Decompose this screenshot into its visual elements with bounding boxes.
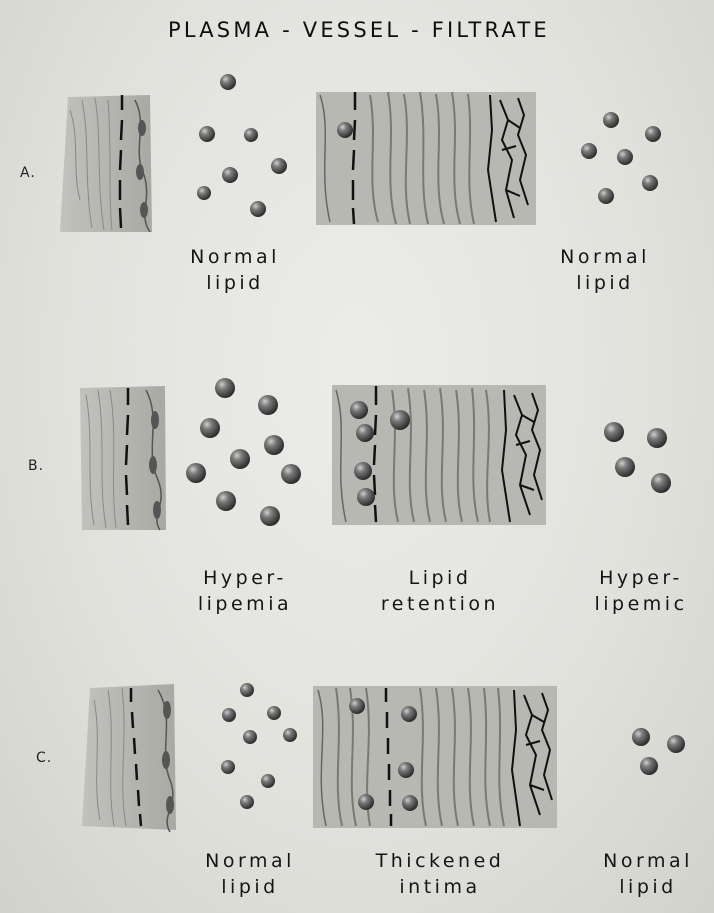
row-c-plasma-caption: Normal lipid <box>175 848 325 900</box>
caption-line: retention <box>365 591 515 617</box>
caption-line: Lipid <box>365 565 515 591</box>
row-label-a: A. <box>20 165 36 181</box>
row-c-vessel-wall <box>313 686 557 828</box>
row-b-plasma-caption: Hyper- lipemia <box>170 565 320 617</box>
caption-line: Normal <box>175 848 325 874</box>
caption-line: lipemia <box>170 591 320 617</box>
row-a-vessel-wall <box>316 92 536 225</box>
caption-line: Hyper- <box>568 565 714 591</box>
row-label-c: C. <box>36 750 52 766</box>
caption-line: Thickened <box>355 848 525 874</box>
row-a-filtrate-caption: Normal lipid <box>530 244 680 296</box>
caption-line: Normal <box>530 244 680 270</box>
caption-line: lipemic <box>568 591 714 617</box>
caption-line: Normal <box>582 848 714 874</box>
row-c-plasma-wall <box>82 684 176 832</box>
caption-line: intima <box>355 874 525 900</box>
row-b-vessel-wall <box>332 385 546 525</box>
caption-line: lipid <box>175 874 325 900</box>
row-a-plasma-caption: Normal lipid <box>160 244 310 296</box>
row-a-plasma-wall <box>60 95 152 232</box>
caption-line: lipid <box>530 270 680 296</box>
caption-line: lipid <box>160 270 310 296</box>
caption-line: Hyper- <box>170 565 320 591</box>
caption-line: Normal <box>160 244 310 270</box>
row-a-filtrate-lipid-particles <box>581 112 661 204</box>
row-b-filtrate-caption: Hyper- lipemic <box>568 565 714 617</box>
caption-line: lipid <box>582 874 714 900</box>
row-b-filtrate-lipid-particles <box>604 422 671 493</box>
row-c-filtrate-lipid-particles <box>632 728 685 775</box>
row-b-plasma-wall <box>80 386 166 530</box>
row-a-plasma-lipid-particles <box>197 74 287 217</box>
row-c-filtrate-caption: Normal lipid <box>582 848 714 900</box>
row-b-vessel-caption: Lipid retention <box>365 565 515 617</box>
row-label-b: B. <box>28 458 44 474</box>
row-c-plasma-lipid-particles <box>221 683 297 809</box>
row-c-vessel-caption: Thickened intima <box>355 848 525 900</box>
row-b-plasma-lipid-particles <box>186 378 301 526</box>
